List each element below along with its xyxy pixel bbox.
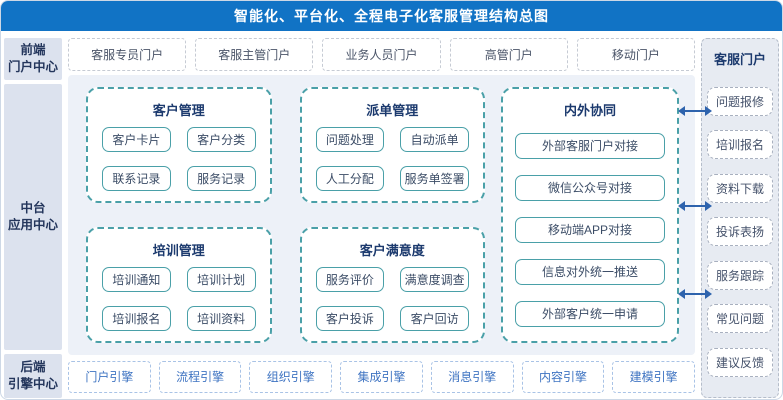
engine-box-portal: 门户引擎 [68,360,151,393]
arrow-line [685,205,705,207]
group-customer-satisfaction: 客户满意度 服务评价 满意度调查 客户投诉 客户回访 [299,226,485,343]
module-item: 人工分配 [315,165,385,191]
module-item: 问题处理 [315,126,385,152]
bottom-engine-row: 门户引擎 流程引擎 组织引擎 集成引擎 消息引擎 内容引擎 建模引擎 [68,360,696,393]
section-label-line: 引擎中心 [7,377,58,391]
group-items: 培训通知 培训计划 培训报名 培训资料 [102,266,256,331]
arrowhead-left [678,201,685,211]
engine-box-modeling: 建模引擎 [612,360,696,393]
arrowhead-right [705,106,712,116]
page-title: 智能化、平台化、全程电子化客服管理结构总图 [234,8,549,24]
portal-box-executive: 高管门户 [449,38,568,71]
sidebar-item-suggestion-feedback: 建议反馈 [707,347,773,377]
group-title: 客户满意度 [359,242,425,258]
sidebar-item-training-signup: 培训报名 [707,130,773,159]
section-label-line: 应用中心 [7,218,58,232]
engine-box-process: 流程引擎 [158,360,242,393]
group-title: 客户管理 [152,102,205,118]
group-training-management: 培训管理 培训通知 培训计划 培训报名 培训资料 [86,226,272,343]
sidebar-item-material-download: 资料下载 [707,173,773,203]
module-item: 培训报名 [102,305,171,331]
module-item: 信息对外统一推送 [515,258,665,285]
module-item: 服务记录 [186,165,256,191]
section-label-frontend-portal-center: 前端 门户中心 [4,38,62,80]
sidebar-item-complaint-praise: 投诉表扬 [707,217,773,246]
left-rail: 前端 门户中心 中台 应用中心 后端 引擎中心 [4,31,62,398]
portal-box-mobile: 移动门户 [576,38,696,71]
portal-box-business-staff: 业务人员门户 [322,38,441,71]
midplatform-panel: 客户管理 客户卡片 客户分类 联系记录 服务记录 派单管理 问题处理 自动派单 [68,74,695,355]
module-groups-grid: 客户管理 客户卡片 客户分类 联系记录 服务记录 派单管理 问题处理 自动派单 [86,86,485,343]
group-items: 问题处理 自动派单 人工分配 服务单签署 [315,126,469,191]
bidirectional-arrow-icon [678,289,712,299]
sidebar-item-issue-repair: 问题报修 [707,86,773,116]
sidebar-item-service-tracking: 服务跟踪 [707,260,773,290]
module-item: 客户投诉 [315,305,385,331]
arrowhead-left [678,106,685,116]
sidebar-items: 问题报修 培训报名 资料下载 投诉表扬 服务跟踪 常见问题 建议反馈 [707,72,773,391]
group-customer-management: 客户管理 客户卡片 客户分类 联系记录 服务记录 [86,86,272,203]
module-item: 移动端APP对接 [515,216,665,243]
sidebar-item-faq: 常见问题 [707,304,773,333]
section-label-line: 后端 [20,360,46,374]
module-item: 培训计划 [186,266,256,292]
module-item: 外部客户统一申请 [515,300,665,327]
group-internal-external-collaboration: 内外协同 外部客服门户对接 微信公众号对接 移动端APP对接 信息对外统一推送 … [501,86,679,343]
portal-box-agent: 客服专员门户 [68,38,187,71]
title-bar: 智能化、平台化、全程电子化客服管理结构总图 [1,1,782,31]
group-dispatch-management: 派单管理 问题处理 自动派单 人工分配 服务单签署 [299,86,485,203]
section-label-backend-engine-center: 后端 引擎中心 [4,354,62,398]
sidebar-title: 客服门户 [713,52,766,67]
module-item: 培训资料 [186,305,256,331]
section-label-midplatform-app-center: 中台 应用中心 [4,84,62,350]
customer-service-portal-sidebar: 客服门户 问题报修 培训报名 资料下载 投诉表扬 服务跟踪 常见问题 建议反馈 [701,38,779,398]
module-item: 服务单签署 [400,165,469,191]
group-items: 客户卡片 客户分类 联系记录 服务记录 [102,126,256,191]
bidirectional-arrow-icon [678,201,712,211]
section-label-line: 中台 [20,201,46,215]
module-item: 服务评价 [315,266,385,292]
group-title: 培训管理 [152,242,205,258]
top-portal-row: 客服专员门户 客服主管门户 业务人员门户 高管门户 移动门户 [68,38,696,71]
engine-box-content: 内容引擎 [521,360,605,393]
module-item: 微信公众号对接 [515,174,665,201]
group-title: 内外协同 [563,102,616,118]
engine-box-organization: 组织引擎 [249,360,333,393]
section-label-line: 前端 [20,43,46,57]
group-items: 外部客服门户对接 微信公众号对接 移动端APP对接 信息对外统一推送 外部客户统… [515,132,665,327]
arrowhead-right [705,289,712,299]
group-title: 派单管理 [366,102,419,118]
arrowhead-right [705,201,712,211]
module-item: 客户卡片 [102,126,171,152]
module-item: 满意度调查 [400,266,469,292]
arrowhead-left [678,289,685,299]
arrow-line [685,293,705,295]
section-label-line: 门户中心 [7,60,58,74]
module-item: 自动派单 [400,126,469,152]
module-item: 外部客服门户对接 [515,132,665,159]
engine-box-message: 消息引擎 [430,360,514,393]
engine-box-integration: 集成引擎 [340,360,423,393]
module-item: 客户回访 [400,305,469,331]
group-items: 服务评价 满意度调查 客户投诉 客户回访 [315,266,469,331]
arrow-line [685,110,705,112]
module-item: 客户分类 [186,126,256,152]
module-item: 联系记录 [102,165,171,191]
diagram-body: 前端 门户中心 中台 应用中心 后端 引擎中心 客服专员门户 客服主管门户 业务… [1,31,782,399]
center-column: 客服专员门户 客服主管门户 业务人员门户 高管门户 移动门户 客户管理 客户卡片… [68,31,696,398]
portal-box-supervisor: 客服主管门户 [195,38,314,71]
module-item: 培训通知 [102,266,171,292]
bidirectional-arrow-icon [678,106,712,116]
